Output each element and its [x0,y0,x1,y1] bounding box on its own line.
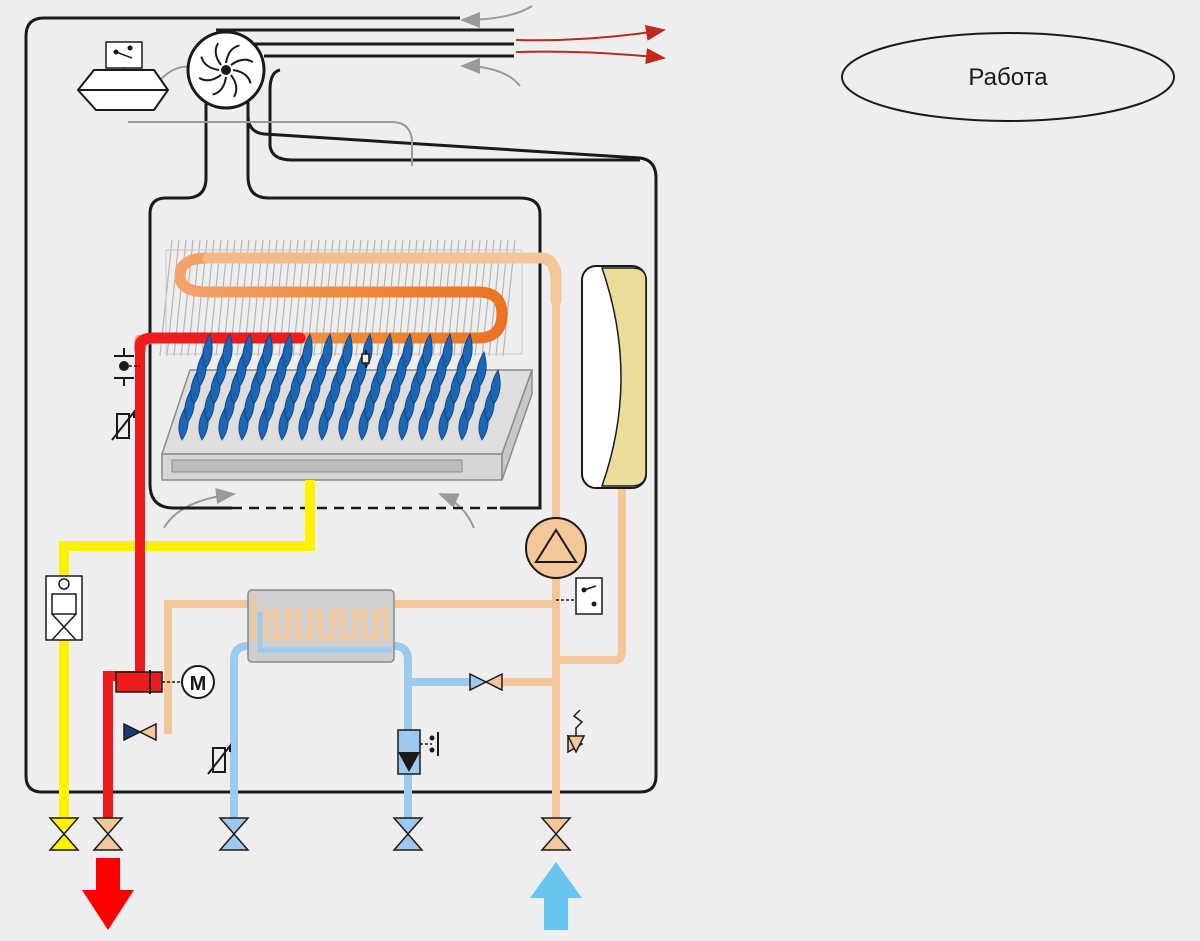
flame [202,333,213,369]
flame [462,333,473,369]
fan-icon [186,30,266,110]
bypass-valve-icon [123,722,157,742]
shutoff-valve-icon [92,817,124,851]
plate-heat-exchanger [247,589,395,663]
overheat-thermostat-icon [114,348,140,386]
flue-duct [148,28,640,215]
fan-blade [198,74,222,82]
cold-water-inlet-arrow [530,862,582,930]
fan-blade [230,74,238,98]
gas-valve-icon [45,575,83,641]
check-valve-icon [469,672,503,692]
flue-gas-arrows [515,24,666,65]
flame [490,369,501,405]
shutoff-valves [48,817,572,851]
ionization-electrode [361,350,370,368]
cold-water-line [230,642,472,830]
flame [222,333,233,369]
burner-flames-icon [178,333,501,441]
shutoff-valve-icon [48,817,80,851]
expansion-vessel [581,265,647,489]
combustion-chamber [148,214,542,510]
pump-icon [525,517,587,579]
fan-hub [221,65,231,75]
flame [382,333,393,369]
flame [342,333,353,369]
flame [442,333,453,369]
flame [262,333,273,369]
status-indicator: Работа [841,32,1175,122]
fan-blade [225,44,240,64]
air-pressure-switch-icon [76,41,170,111]
pressure-switch-icon [556,577,603,615]
gas-line [59,480,315,830]
flow-sensor-icon [397,729,439,775]
fan-blade [230,58,254,66]
shutoff-valve-icon [218,817,250,851]
shutoff-valve-icon [392,817,424,851]
fan-blade [212,76,227,96]
hot-water-outlet-arrow [82,858,134,930]
fan-blade [200,56,220,71]
flame [322,333,333,369]
heat-exchanger-coil [134,252,562,356]
boiler-casing [24,16,658,794]
motor-label: M [190,673,207,695]
shutoff-valve-icon [540,817,572,851]
fan-blade [214,42,222,66]
temperature-sensor-icon [111,409,231,775]
flame [422,333,433,369]
flame [302,333,313,369]
flame [242,333,253,369]
flame [282,333,293,369]
flame [476,351,487,387]
status-label: Работа [968,64,1048,91]
flame [402,333,413,369]
diverter-valve [115,670,180,694]
motor-icon: M [181,665,215,699]
safety-valve-icon [566,709,586,754]
fan-blade [232,69,252,84]
supply-hot-line [103,344,145,830]
